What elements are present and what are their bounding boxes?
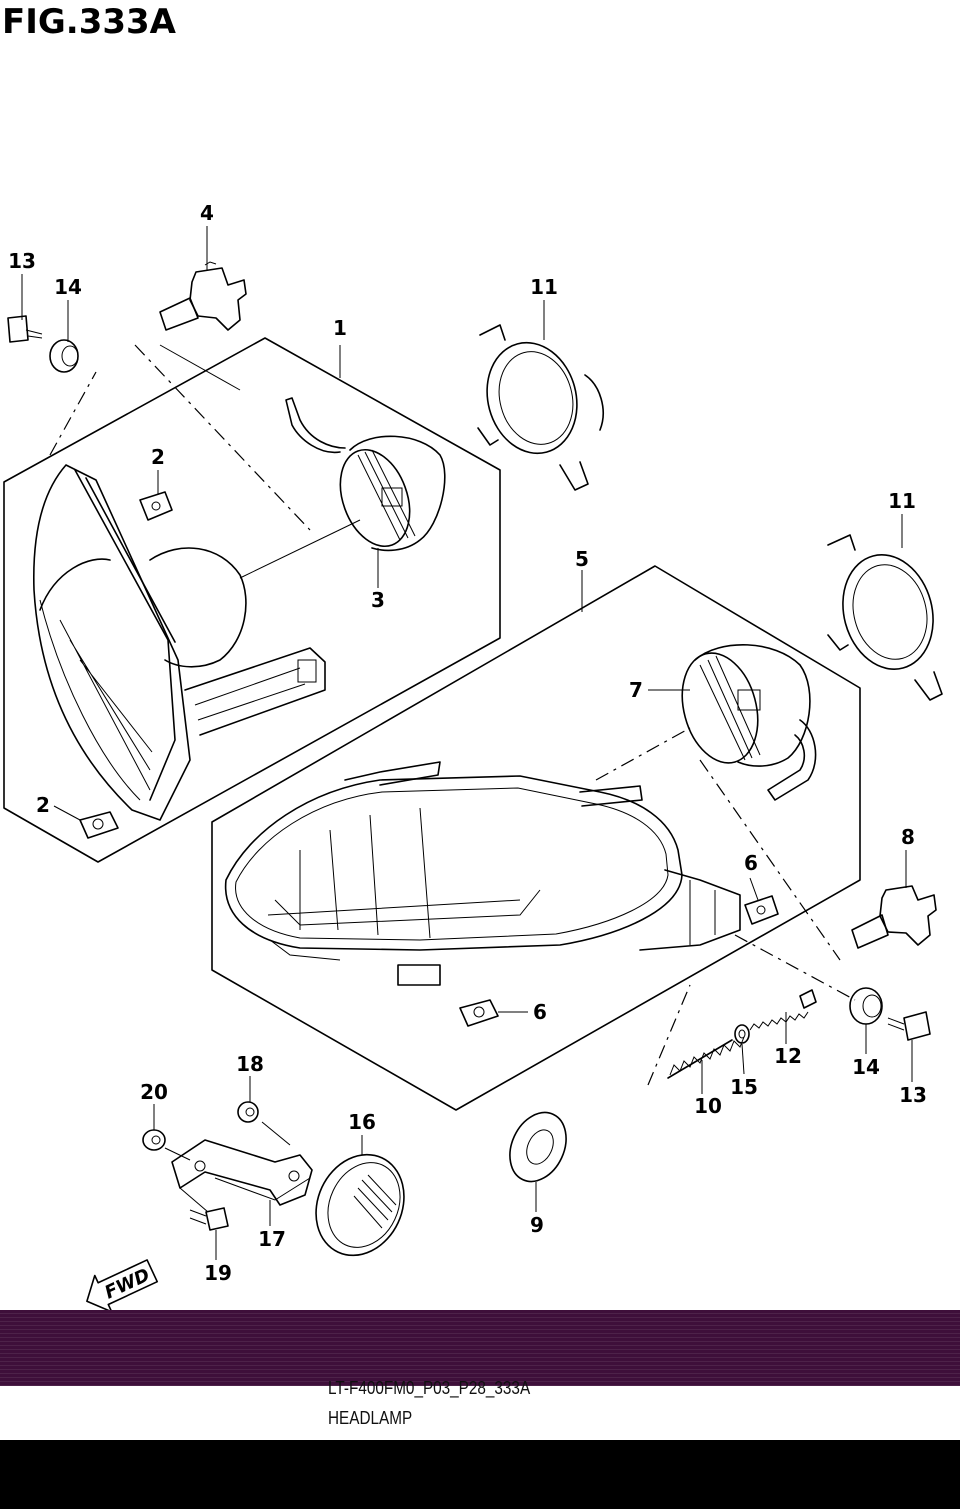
clip-6-lower (459, 999, 499, 1027)
footer-model-code: LT-F400FM0_P03_P28_333A (328, 1378, 531, 1398)
callout-5: 5 (575, 547, 589, 571)
clip-2-bottom (79, 811, 119, 839)
callout-1: 1 (333, 316, 347, 340)
nut-18 (237, 1101, 259, 1123)
callout-20: 20 (140, 1080, 168, 1104)
nut-20 (142, 1129, 166, 1151)
clip-6-upper (744, 895, 779, 925)
callout-19: 19 (204, 1261, 232, 1285)
fwd-label: FWD (102, 1265, 154, 1304)
callout-leaders (21, 226, 913, 1260)
callout-9: 9 (530, 1213, 544, 1237)
footer-section-name: HEADLAMP (328, 1408, 413, 1428)
callout-18: 18 (236, 1052, 264, 1076)
callout-6-upper: 6 (744, 851, 758, 875)
callout-16: 16 (348, 1110, 376, 1134)
assembly-1-frame (3, 337, 501, 863)
callout-12: 12 (774, 1044, 802, 1068)
grommet-14-left (49, 339, 79, 373)
spring-10 (667, 1036, 745, 1079)
bulb-8 (851, 885, 937, 949)
callout-13-left: 13 (8, 249, 36, 273)
grommet-14-right (849, 987, 883, 1025)
screw-13-left (7, 315, 43, 343)
callout-15: 15 (730, 1075, 758, 1099)
bracket-17 (171, 1139, 313, 1206)
callout-14-right: 14 (852, 1055, 880, 1079)
socket-3 (285, 397, 446, 552)
callout-2-bottom: 2 (36, 793, 50, 817)
assembly-5-frame (211, 565, 861, 1111)
callout-14-left: 14 (54, 275, 82, 299)
bottom-bar (0, 1440, 960, 1509)
callout-17: 17 (258, 1227, 286, 1251)
leader-lines (49, 344, 856, 1213)
bolt-12 (749, 989, 817, 1031)
callout-3: 3 (371, 588, 385, 612)
callout-8: 8 (901, 825, 915, 849)
screw-13-right (887, 1011, 931, 1041)
socket-7 (681, 644, 817, 801)
left-headlamp-housing (32, 464, 326, 821)
figure-title: FIG.333A (2, 2, 176, 42)
retaining-ring-11-top (477, 324, 604, 491)
callout-7: 7 (629, 678, 643, 702)
reflector-16 (315, 1153, 405, 1257)
clip-2-top (139, 491, 173, 521)
fwd-arrow: FWD (86, 1259, 159, 1310)
parts-diagram: 4 13 14 1 11 2 3 11 5 7 2 8 6 6 12 14 15… (3, 201, 943, 1310)
gasket-9 (509, 1111, 567, 1183)
washer-15 (734, 1024, 750, 1044)
callout-13-right: 13 (899, 1083, 927, 1107)
overlay-band (0, 1310, 960, 1386)
retaining-ring-11-right (827, 534, 943, 701)
bulb-4 (159, 261, 247, 331)
callout-11-top: 11 (530, 275, 558, 299)
callout-6-lower: 6 (533, 1000, 547, 1024)
callout-11-right: 11 (888, 489, 916, 513)
callout-10: 10 (694, 1094, 722, 1118)
bolt-19 (189, 1207, 229, 1231)
callout-4: 4 (200, 201, 214, 225)
callout-numbers: 4 13 14 1 11 2 3 11 5 7 2 8 6 6 12 14 15… (8, 201, 927, 1285)
right-headlamp-housing (224, 761, 741, 986)
callout-2-top: 2 (151, 445, 165, 469)
